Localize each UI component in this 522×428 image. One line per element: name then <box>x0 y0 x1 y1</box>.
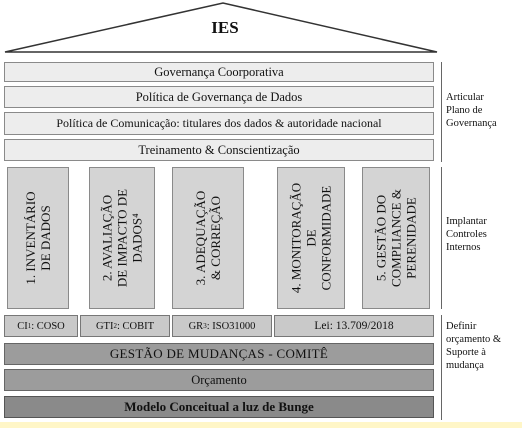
bottom-highlight-strip <box>0 422 522 428</box>
pillar-text: & CORREÇÃO <box>208 195 223 281</box>
layer-politica-governanca-dados: Política de Governança de Dados <box>4 86 434 108</box>
pillar-text: 4. MONITORAÇÃO <box>288 182 304 294</box>
pillar-monitoracao: 4. MONITORAÇÃO DE CONFORMIDADE <box>277 167 345 309</box>
base-ci-rest: : COSO <box>31 320 65 332</box>
base-gr-rest: : ISO31000 <box>206 320 256 332</box>
bracket-top <box>441 62 442 162</box>
side-label-line: orçamento & <box>446 334 502 345</box>
side-label-line: mudança <box>446 360 484 371</box>
pillar-inventario: 1. INVENTÁRIO DE DADOS <box>7 167 69 309</box>
pillar-text: PERENIDADE <box>403 197 419 279</box>
pillar-text: 2. AVALIAÇÃO <box>99 194 115 282</box>
layer-governanca-coorporativa: Governança Coorporativa <box>4 62 434 82</box>
pillar-text: DE DADOS <box>38 205 53 271</box>
modelo-conceitual-bar: Modelo Conceitual a luz de Bunge <box>4 396 434 418</box>
pillar-text: DE <box>303 229 319 247</box>
pillar-text: DADOS⁴ <box>129 213 145 263</box>
pillar-text: 1. INVENTÁRIO <box>23 191 38 285</box>
pillar-text: 5. GESTÃO DO <box>373 194 389 282</box>
pillar-text: 3. ADEQUAÇÃO <box>193 190 208 286</box>
base-gr-label: GR <box>188 320 204 332</box>
pillar-text: COMPLIANCE & <box>388 189 404 287</box>
side-label-line: Plano de <box>446 105 483 116</box>
base-ci-label: CI <box>17 320 28 332</box>
bracket-bottom <box>441 315 442 420</box>
side-label-line: Internos <box>446 242 481 253</box>
side-label-line: Governança <box>446 118 497 129</box>
side-label-line: Articular <box>446 92 484 103</box>
side-label-articular: Articular Plano de Governança <box>446 91 497 130</box>
base-lei: Lei: 13.709/2018 <box>274 315 434 337</box>
pillar-text: DE IMPACTO DE <box>114 188 130 288</box>
pillar-adequacao: 3. ADEQUAÇÃO & CORREÇÃO <box>172 167 244 309</box>
side-label-line: Definir <box>446 321 477 332</box>
layer-treinamento: Treinamento & Conscientização <box>4 139 434 161</box>
pillar-text: CONFORMIDADE <box>318 185 334 291</box>
gestao-mudancas-comite: GESTÃO DE MUDANÇAS - COMITÊ <box>4 343 434 365</box>
side-label-line: Implantar <box>446 216 487 227</box>
side-label-definir: Definir orçamento & Suporte à mudança <box>446 320 501 372</box>
orcamento-bar: Orçamento <box>4 369 434 391</box>
side-label-line: Controles <box>446 229 487 240</box>
side-label-implantar: Implantar Controles Internos <box>446 215 487 254</box>
layer-politica-comunicacao: Política de Comunicação: titulares dos d… <box>4 112 434 135</box>
pillar-gestao-compliance: 5. GESTÃO DO COMPLIANCE & PERENIDADE <box>362 167 430 309</box>
pillar-avaliacao: 2. AVALIAÇÃO DE IMPACTO DE DADOS⁴ <box>89 167 155 309</box>
base-gti-rest: : COBIT <box>116 320 155 332</box>
bracket-middle <box>441 167 442 309</box>
roof-title: IES <box>211 18 239 37</box>
side-label-line: Suporte à <box>446 347 486 358</box>
base-gti-label: GTI <box>95 320 114 332</box>
roof <box>4 2 438 53</box>
